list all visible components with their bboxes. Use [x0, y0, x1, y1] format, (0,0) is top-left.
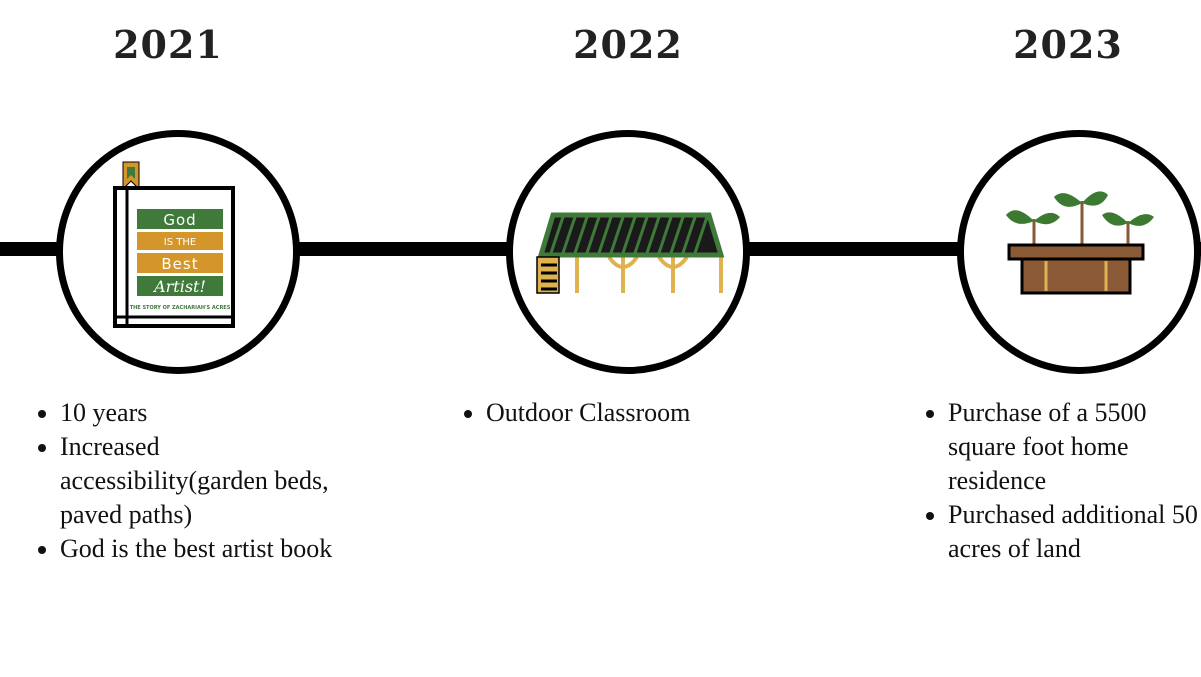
book-icon: God IS THE Best Artist! THE STORY OF ZAC…: [113, 161, 235, 328]
planter-icon: [1006, 191, 1154, 295]
list-item: Increased accessibility(garden beds, pav…: [60, 430, 360, 532]
year-2021: 2021: [113, 22, 223, 67]
bullet-list-2022: Outdoor Classroom: [440, 396, 826, 430]
list-item: Purchase of a 5500 square foot home resi…: [948, 396, 1201, 498]
milestone-circle-2021: God IS THE Best Artist! THE STORY OF ZAC…: [56, 130, 300, 374]
list-item: 10 years: [60, 396, 360, 430]
book-line-artist: Artist!: [152, 277, 206, 296]
year-2023: 2023: [1013, 22, 1123, 67]
bullet-list-2021: 10 years Increased accessibility(garden …: [14, 396, 360, 566]
book-line-is-the: IS THE: [164, 237, 196, 248]
list-item: Outdoor Classroom: [486, 396, 826, 430]
year-2022: 2022: [573, 22, 683, 67]
bullet-list-2023: Purchase of a 5500 square foot home resi…: [902, 396, 1201, 566]
book-line-god: God: [163, 211, 196, 229]
milestone-circle-2022: [506, 130, 750, 374]
book-subtitle: THE STORY OF ZACHARIAH'S ACRES: [130, 305, 231, 311]
list-item: Purchased additional 50 acres of land: [948, 498, 1201, 566]
book-line-best: Best: [161, 255, 198, 273]
pavilion-icon: [536, 212, 725, 294]
milestone-circle-2023: [957, 130, 1201, 374]
list-item: God is the best artist book: [60, 532, 360, 566]
